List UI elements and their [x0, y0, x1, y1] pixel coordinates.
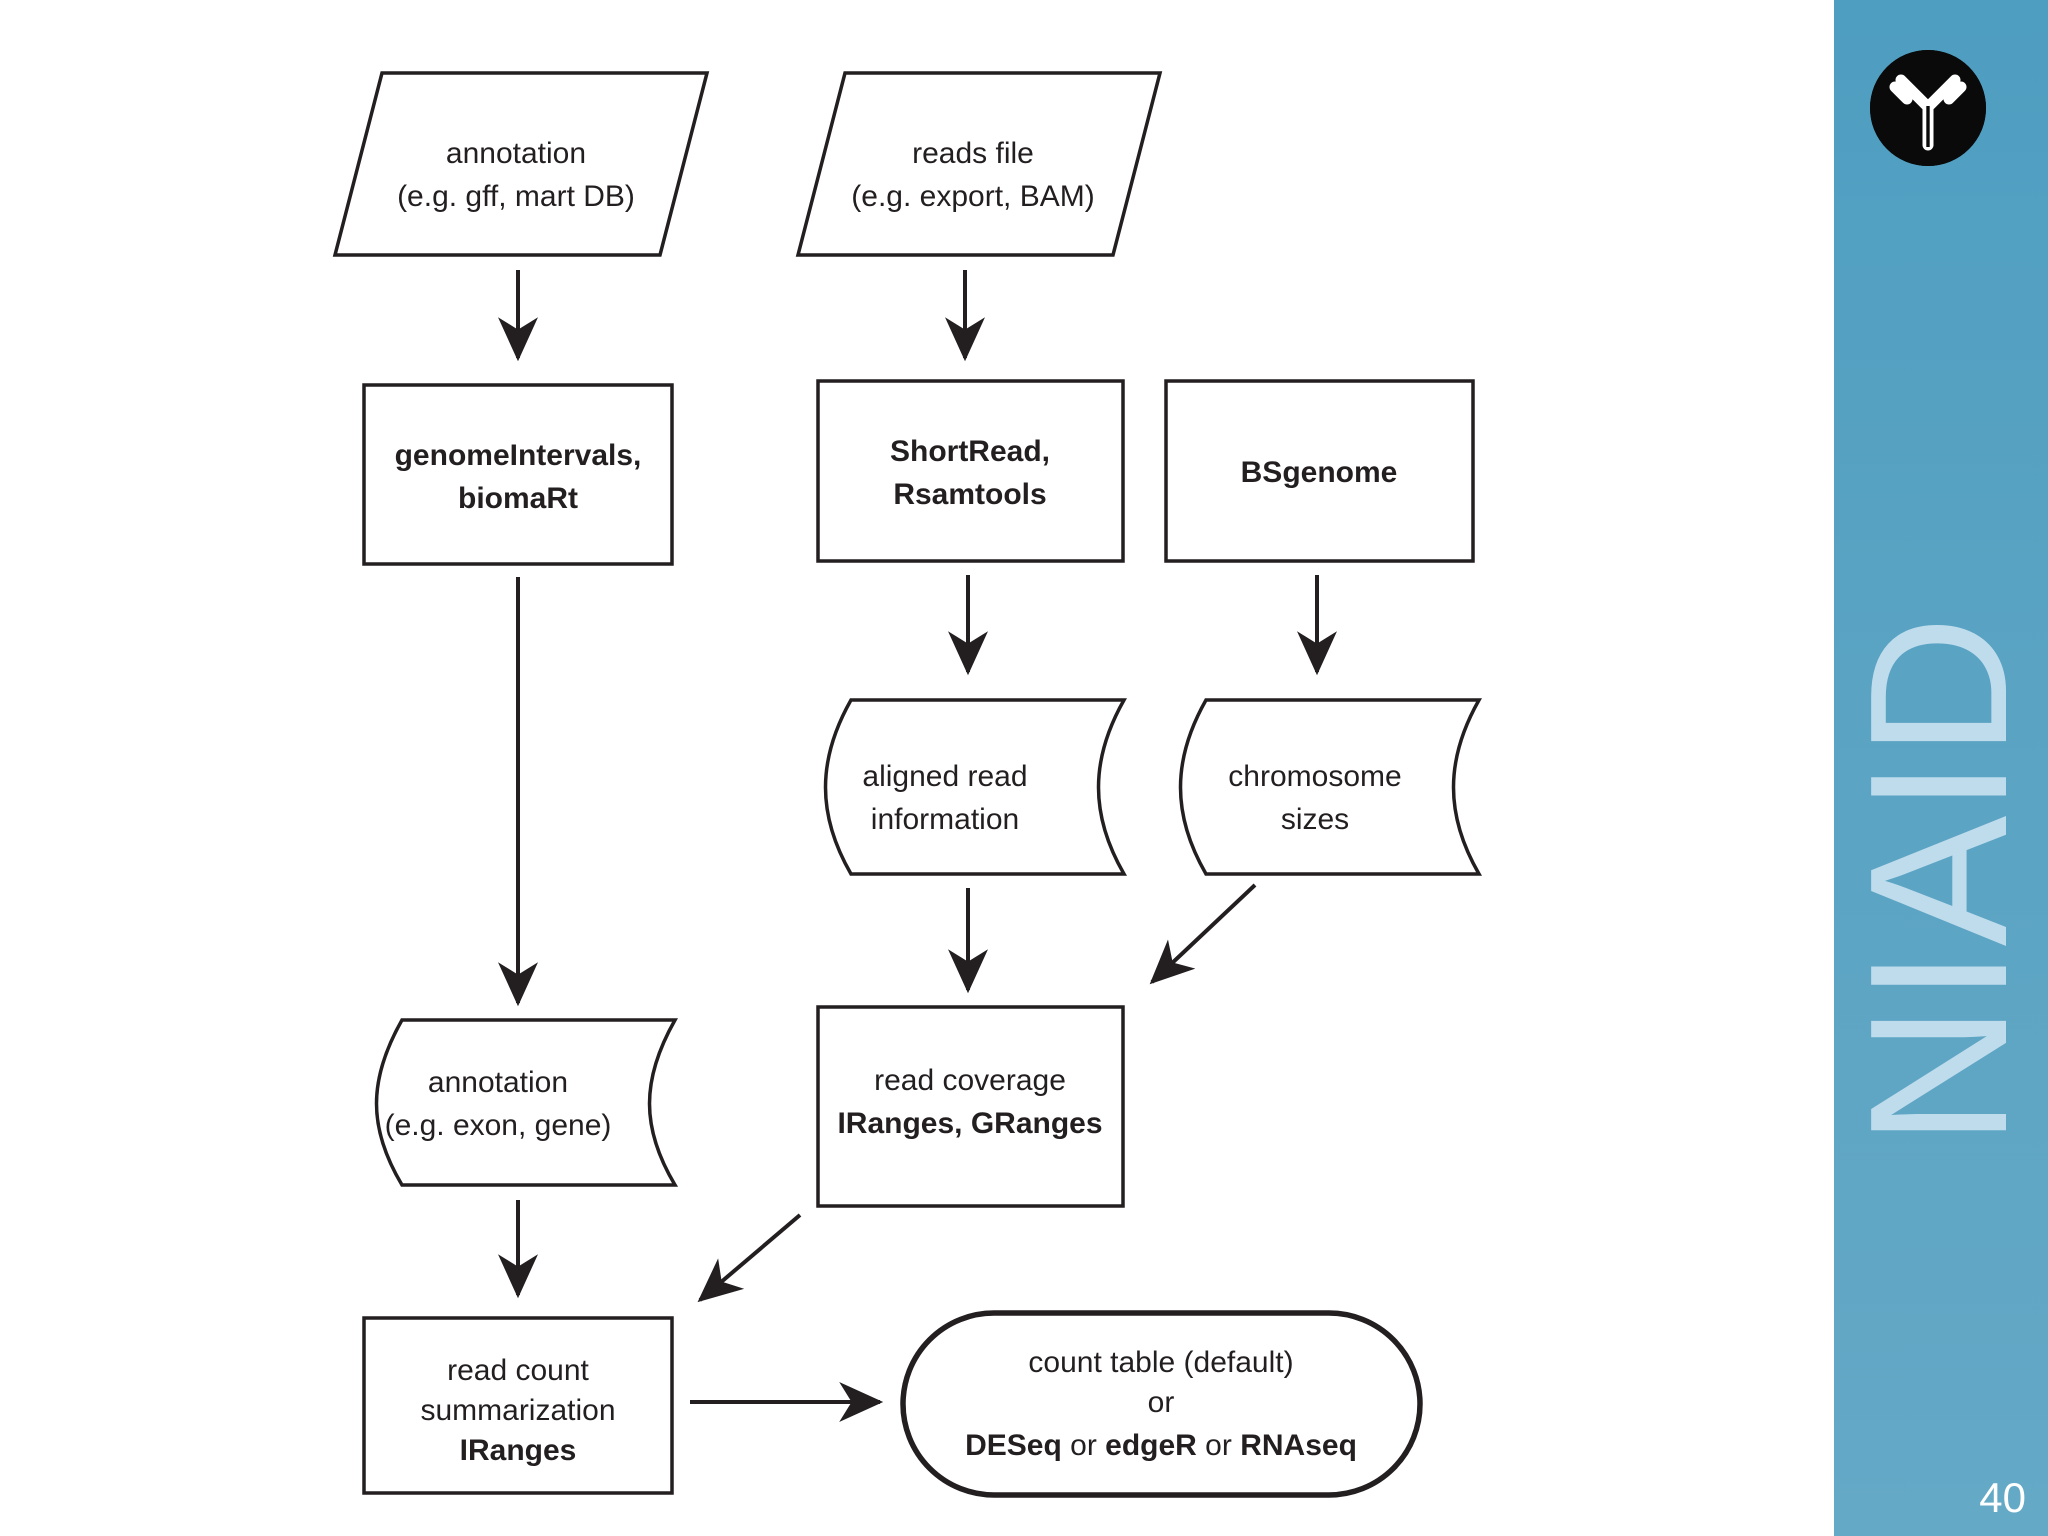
node-read-coverage[interactable]: read coverage IRanges, GRanges	[816, 1005, 1125, 1208]
count-table-or-1: or	[1062, 1429, 1105, 1462]
count-table-edger: edgeR	[1105, 1429, 1197, 1462]
node-read-count-summarization[interactable]: read count summarization IRanges	[362, 1316, 674, 1495]
node-genome-intervals[interactable]: genomeIntervals, biomaRt	[362, 383, 674, 566]
workflow-diagram: annotation (e.g. gff, mart DB) reads fil…	[332, 71, 1483, 1498]
count-table-line3: DESeq or edgeR or RNAseq	[965, 1429, 1357, 1462]
node-reads-input[interactable]: reads file (e.g. export, BAM)	[795, 71, 1163, 257]
shortread-line1: ShortRead,	[890, 435, 1050, 468]
node-annotation-input[interactable]: annotation (e.g. gff, mart DB)	[332, 71, 710, 257]
read-count-line1: read count	[447, 1354, 589, 1387]
node-aligned-read-info[interactable]: aligned read information	[823, 698, 1128, 876]
annotation-input-line2: (e.g. gff, mart DB)	[397, 180, 635, 213]
read-coverage-line2: IRanges, GRanges	[837, 1107, 1102, 1140]
page-number: 40	[1979, 1474, 2026, 1521]
bsgenome-line1: BSgenome	[1241, 456, 1398, 489]
count-table-line1: count table (default)	[1028, 1346, 1293, 1379]
genome-intervals-line2: biomaRt	[458, 482, 578, 515]
branding-sidebar: NIAID 40	[1834, 0, 2048, 1536]
antibody-y-icon	[1870, 50, 1986, 166]
count-table-rnaseq: RNAseq	[1240, 1429, 1357, 1462]
chromosome-sizes-line1: chromosome	[1228, 760, 1401, 793]
count-table-line2: or	[1148, 1386, 1175, 1419]
aligned-read-info-line2: information	[871, 803, 1019, 836]
node-count-table-output[interactable]: count table (default) or DESeq or edgeR …	[900, 1310, 1423, 1498]
node-shortread[interactable]: ShortRead, Rsamtools	[816, 379, 1125, 563]
node-chromosome-sizes[interactable]: chromosome sizes	[1178, 698, 1483, 876]
reads-input-line2: (e.g. export, BAM)	[851, 180, 1094, 213]
genome-intervals-line1: genomeIntervals,	[395, 439, 642, 472]
niaid-wordmark: NIAID	[1834, 613, 2048, 1147]
count-table-deseq: DESeq	[965, 1429, 1062, 1462]
node-annotation-data[interactable]: annotation (e.g. exon, gene)	[374, 1018, 679, 1187]
shortread-line2: Rsamtools	[893, 478, 1046, 511]
reads-input-line1: reads file	[912, 137, 1034, 170]
chromosome-sizes-line2: sizes	[1281, 803, 1349, 836]
edge-chromosomesizes-to-readcoverage	[1149, 883, 1257, 985]
count-table-or-2: or	[1197, 1429, 1240, 1462]
read-count-line2: summarization	[420, 1394, 615, 1427]
read-count-line3: IRanges	[460, 1434, 577, 1467]
annotation-input-line1: annotation	[446, 137, 586, 170]
annotation-data-line2: (e.g. exon, gene)	[385, 1109, 612, 1142]
read-coverage-line1: read coverage	[874, 1064, 1066, 1097]
annotation-data-line1: annotation	[428, 1066, 568, 1099]
edge-readcoverage-to-readcount	[697, 1213, 802, 1303]
node-bsgenome[interactable]: BSgenome	[1164, 379, 1475, 563]
aligned-read-info-line1: aligned read	[862, 760, 1027, 793]
